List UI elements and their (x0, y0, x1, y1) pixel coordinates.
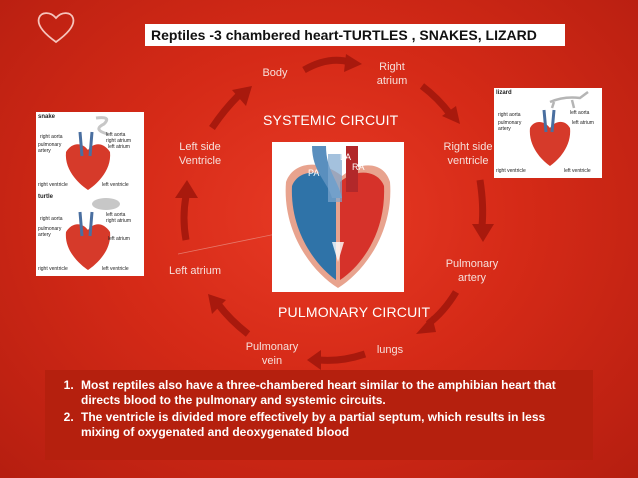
lizard-label-left-ventricle: left ventricle (564, 168, 591, 174)
notes-list: Most reptiles also have a three-chambere… (55, 378, 583, 440)
lizard-title: lizard (496, 90, 512, 96)
lizard-label-left-aorta: left aorta (570, 110, 590, 116)
turtle-label-right-ventricle: right ventricle (38, 266, 68, 272)
snake-title: snake (38, 114, 56, 120)
arrow-pulmonary-vein-to-left-atrium (204, 290, 254, 340)
arrow-body-to-right-atrium (300, 50, 364, 80)
turtle-label-left-ventricle: left ventricle (102, 266, 129, 272)
lizard-label-right-ventricle: right ventricle (496, 168, 526, 174)
arrow-pulmonary-artery-to-lungs (412, 288, 462, 338)
label-left-atrium: Left atrium (169, 265, 221, 277)
arrow-left-atrium-up (172, 178, 202, 244)
arrow-left-ventricle-to-body (206, 82, 256, 132)
label-body: Body (262, 67, 288, 79)
label-left-ventricle: Left side Ventricle (178, 141, 222, 167)
snake-label-right-aorta: right aorta (40, 134, 63, 140)
arrow-right-atrium-to-ventricle (418, 82, 464, 128)
center-heart-ra: RA (352, 162, 365, 172)
lizard-label-pulmonary-artery: pulmonary artery (498, 120, 522, 132)
snake-label-right-ventricle: right ventricle (38, 182, 68, 188)
label-pulmonary-artery: Pulmonary artery (445, 258, 499, 284)
turtle-title: turtle (38, 194, 53, 200)
heart-outline-icon (36, 10, 76, 49)
note-item: The ventricle is divided more effectivel… (77, 410, 583, 440)
label-right-ventricle: Right side ventricle (443, 141, 493, 167)
lizard-label-left-atrium: left atrium (572, 120, 594, 126)
turtle-label-left-aorta: left aorta (106, 212, 126, 218)
note-item: Most reptiles also have a three-chambere… (77, 378, 583, 408)
turtle-label-right-aorta: right aorta (40, 216, 63, 222)
snake-label-left-aorta: left aorta (106, 132, 126, 138)
snake-label-left-ventricle: left ventricle (102, 182, 129, 188)
center-heart-la: LA (340, 152, 352, 162)
pointer-line (177, 232, 278, 261)
slide-title: Reptiles -3 chambered heart-TURTLES , SN… (145, 24, 565, 46)
snake-label-left-atrium: left atrium (108, 144, 130, 150)
snake-turtle-heart-panel: snake right aorta left aorta right atriu… (36, 112, 144, 276)
label-right-atrium: Right atrium (376, 61, 408, 87)
lizard-heart-panel: lizard right aorta left aorta pulmonary … (494, 88, 602, 178)
snake-label-right-atrium: right atrium (106, 138, 132, 144)
notes-box: Most reptiles also have a three-chambere… (45, 370, 593, 460)
turtle-label-left-atrium: left atrium (108, 236, 130, 242)
center-heart-illustration: LA RA PA (272, 142, 404, 292)
lizard-label-right-aorta: right aorta (498, 112, 521, 118)
arrow-lungs-to-pulmonary-vein (305, 346, 367, 372)
label-pulmonary-vein: Pulmonary vein (245, 341, 299, 367)
turtle-label-right-atrium: right atrium (106, 218, 132, 224)
center-heart-pa: PA (308, 168, 320, 178)
systemic-circuit-label: SYSTEMIC CIRCUIT (263, 112, 399, 128)
pulmonary-circuit-label: PULMONARY CIRCUIT (278, 304, 431, 320)
turtle-label-pulmonary-artery: pulmonary artery (38, 226, 62, 238)
snake-label-pulmonary-artery: pulmonary artery (38, 142, 62, 154)
arrow-right-ventricle-down (468, 178, 498, 244)
label-lungs: lungs (376, 344, 404, 356)
